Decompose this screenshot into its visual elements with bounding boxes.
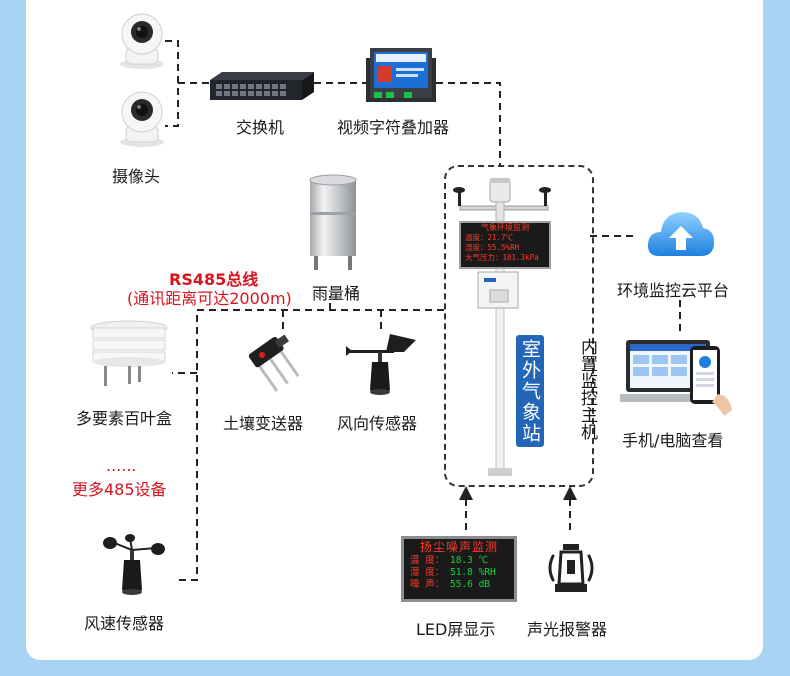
led-row-value: 18.3 ℃: [449, 555, 489, 566]
led-board-row: 温 度： 18.3 ℃: [404, 555, 514, 567]
station-sign-line: 大气压力：101.3kPa: [465, 253, 539, 262]
wind-speed-icon: [103, 534, 165, 595]
station-name-tag: 室外气象站: [516, 335, 544, 447]
led-board-title: 扬尘噪声监测: [419, 540, 498, 554]
weather-station-pole-icon: [453, 178, 551, 476]
more-dots: ......: [106, 456, 137, 475]
cloud-icon: [647, 212, 715, 256]
video-overlay-icon: [366, 48, 436, 102]
wind-direction-icon: [346, 334, 416, 395]
camera-icon: [120, 13, 164, 69]
more-devices-label: 更多485设备: [72, 480, 167, 499]
led-row-value: 55.6 dB: [449, 579, 491, 590]
station-sign-line: 湿度：55.5%RH: [465, 243, 520, 252]
led-row-label: 湿 度：: [410, 567, 445, 578]
camera-label: 摄像头: [112, 167, 161, 186]
rs485-bus-label: RS485总线: [169, 270, 259, 289]
host-label: 内置监控主机: [577, 338, 597, 440]
alarm-icon: [548, 544, 594, 592]
led-board-row: 噪 声： 55.6 dB: [404, 579, 514, 591]
wind-direction-label: 风向传感器: [337, 414, 418, 433]
led-row-label: 温 度：: [410, 555, 445, 566]
station-display-board: 气象环境监测 温度：21.7℃ 湿度：55.5%RH 大气压力：101.3kPa: [459, 221, 551, 269]
weather-station-group: [444, 165, 594, 487]
led-row-value: 51.8 %RH: [449, 567, 496, 578]
louver-box-label: 多要素百叶盒: [76, 409, 173, 428]
switch-label: 交换机: [236, 118, 285, 137]
view-label: 手机/电脑查看: [622, 431, 724, 450]
rain-bucket-icon: [309, 174, 357, 270]
overlay-label: 视频字符叠加器: [337, 118, 450, 137]
network-switch-icon: [210, 72, 314, 100]
soil-sensor-icon: [248, 334, 300, 392]
cloud-label: 环境监控云平台: [617, 281, 730, 300]
led-display-board: 扬尘噪声监测 温 度： 18.3 ℃ 湿 度： 51.8 %RH 噪 声： 55…: [401, 536, 517, 602]
station-sign-line: 温度：21.7℃: [465, 233, 514, 242]
rain-bucket-label: 雨量桶: [312, 284, 361, 303]
rs485-range-label: (通讯距离可达2000m): [127, 289, 292, 308]
led-screen-label: LED屏显示: [416, 620, 496, 639]
laptop-phone-icon: [620, 340, 732, 416]
station-sign-title: 气象环境监测: [481, 223, 529, 232]
led-row-label: 噪 声：: [410, 579, 445, 590]
wind-speed-label: 风速传感器: [84, 614, 165, 633]
louver-box-icon: [90, 320, 168, 386]
led-board-row: 湿 度： 51.8 %RH: [404, 567, 514, 579]
alarm-label: 声光报警器: [527, 620, 608, 639]
camera-icon: [120, 91, 164, 147]
soil-sensor-label: 土壤变送器: [223, 414, 304, 433]
